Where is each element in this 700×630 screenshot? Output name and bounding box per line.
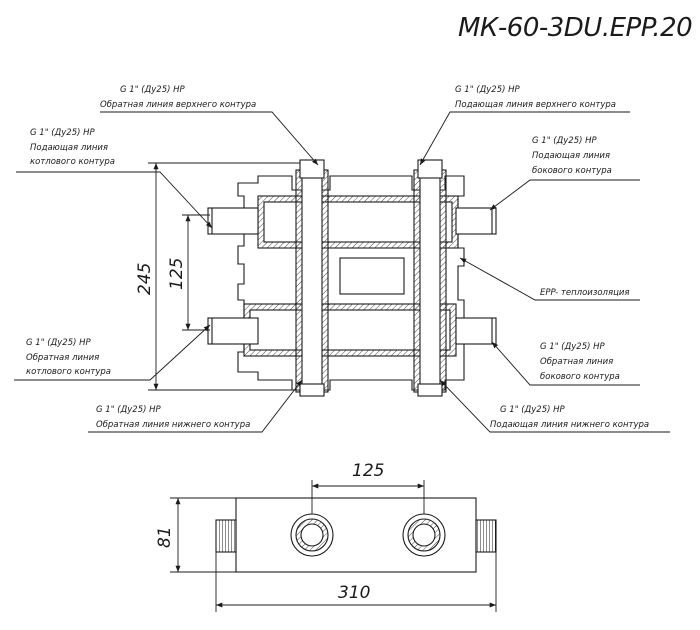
callout-bottom-supply: G 1" (Ду25) НР Подающая линия нижнего ко… [490, 405, 649, 430]
svg-text:G 1" (Ду25) НР: G 1" (Ду25) НР [500, 405, 566, 415]
callout-side-supply: G 1" (Ду25) НР Подающая линия бокового к… [532, 136, 612, 176]
svg-text:Подающая линия: Подающая линия [532, 151, 610, 161]
svg-text:G 1" (Ду25) НР: G 1" (Ду25) НР [532, 136, 598, 146]
callout-side-return: G 1" (Ду25) НР Обратная линия бокового к… [540, 342, 620, 382]
dim-125-vertical: 125 [167, 258, 187, 290]
dim-125-horizontal: 125 [352, 461, 384, 481]
dim-310: 310 [338, 583, 370, 603]
callout-top-left-return: G 1" (Ду25) НР Обратная линия верхнего к… [100, 85, 256, 110]
drawing-title: МК-60-3DU.EPP.20 [458, 13, 692, 43]
callout-top-right-supply: G 1" (Ду25) НР Подающая линия верхнего к… [455, 85, 616, 110]
svg-text:бокового контура: бокового контура [540, 372, 620, 382]
svg-text:G 1" (Ду25) НР: G 1" (Ду25) НР [30, 128, 96, 138]
svg-text:котлового контура: котлового контура [26, 367, 111, 377]
bottom-view [215, 497, 497, 573]
callout-boiler-return: G 1" (Ду25) НР Обратная линия котлового … [26, 338, 111, 377]
svg-text:EPP- теплоизоляция: EPP- теплоизоляция [540, 288, 630, 298]
svg-text:G 1" (Ду25) НР: G 1" (Ду25) НР [455, 85, 521, 95]
svg-text:G 1" (Ду25) НР: G 1" (Ду25) НР [26, 338, 92, 348]
thread-right [475, 519, 497, 553]
callout-boiler-supply: G 1" (Ду25) НР Подающая линия котлового … [30, 128, 115, 167]
top-view [207, 159, 497, 397]
callout-bottom-return: G 1" (Ду25) НР Обратная линия нижнего ко… [96, 405, 250, 430]
dim-81: 81 [155, 526, 175, 548]
svg-text:бокового контура: бокового контура [532, 166, 612, 176]
svg-text:котлового контура: котлового контура [30, 157, 115, 167]
svg-text:G 1" (Ду25) НР: G 1" (Ду25) НР [120, 85, 186, 95]
svg-text:G 1" (Ду25) НР: G 1" (Ду25) НР [540, 342, 606, 352]
thread-left [215, 519, 237, 553]
dimension-bottom [170, 480, 497, 612]
svg-text:Подающая линия: Подающая линия [30, 143, 108, 153]
center-window [339, 257, 405, 295]
svg-text:Подающая линия верхнего контур: Подающая линия верхнего контура [455, 100, 616, 110]
svg-text:Обратная линия верхнего контур: Обратная линия верхнего контура [100, 100, 256, 110]
svg-text:Обратная линия нижнего контура: Обратная линия нижнего контура [96, 420, 250, 430]
svg-text:G 1" (Ду25) НР: G 1" (Ду25) НР [96, 405, 162, 415]
dim-245: 245 [135, 263, 155, 295]
svg-text:Обратная линия: Обратная линия [26, 353, 99, 363]
svg-text:Обратная линия: Обратная линия [540, 357, 613, 367]
callout-insulation: EPP- теплоизоляция [540, 288, 630, 298]
leader-lines [14, 111, 670, 433]
svg-text:Подающая линия нижнего контура: Подающая линия нижнего контура [490, 420, 649, 430]
